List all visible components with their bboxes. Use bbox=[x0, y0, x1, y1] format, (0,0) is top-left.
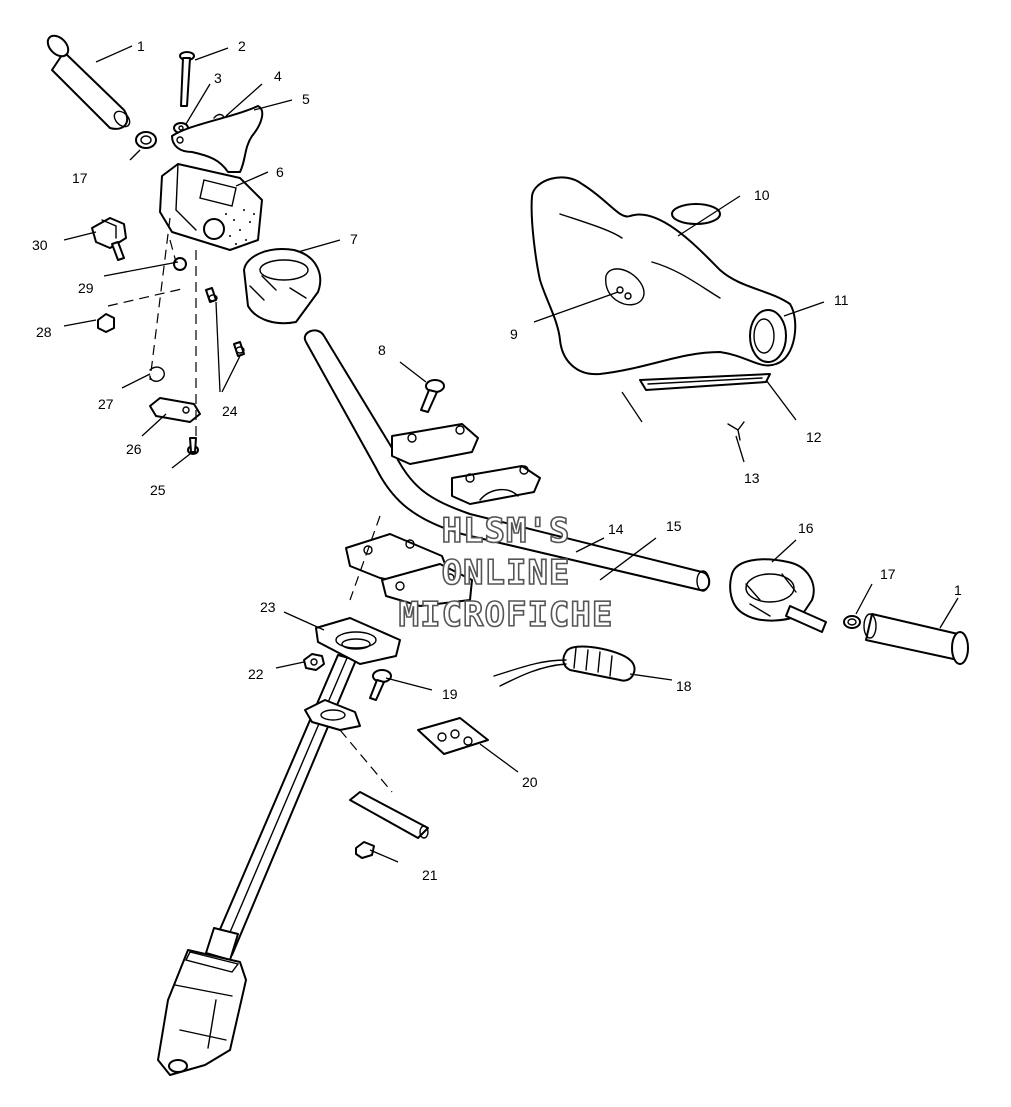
handlebar-15 bbox=[303, 329, 711, 592]
callout-1a: 1 bbox=[137, 38, 145, 54]
watermark-line-1: HLSM'S bbox=[442, 511, 571, 551]
callout-23: 23 bbox=[260, 599, 276, 615]
callout-25: 25 bbox=[150, 482, 166, 498]
gasket-12 bbox=[639, 373, 771, 391]
switch-housing-16 bbox=[729, 558, 827, 633]
watermark-line-3: MICROFICHE bbox=[399, 595, 614, 635]
grip-1-right bbox=[863, 613, 969, 665]
callout-26: 26 bbox=[126, 441, 142, 457]
callout-16: 16 bbox=[798, 520, 814, 536]
callout-7: 7 bbox=[350, 231, 358, 247]
lever-5 bbox=[171, 105, 264, 173]
ball-29 bbox=[173, 257, 187, 271]
callout-29: 29 bbox=[78, 280, 94, 296]
nut-22 bbox=[303, 653, 325, 671]
callout-22: 22 bbox=[248, 666, 264, 682]
callout-28: 28 bbox=[36, 324, 52, 340]
nut-28 bbox=[97, 313, 115, 333]
rivet-13 bbox=[727, 421, 745, 441]
heater-element-18 bbox=[493, 645, 636, 687]
callout-8: 8 bbox=[378, 342, 386, 358]
hood-11 bbox=[530, 176, 797, 376]
bolt-19 bbox=[369, 669, 392, 701]
clamp-lower bbox=[345, 533, 473, 607]
callout-30: 30 bbox=[32, 237, 48, 253]
screw-25 bbox=[187, 437, 199, 455]
throttle-housing-6 bbox=[159, 163, 263, 251]
rod-21 bbox=[349, 791, 429, 859]
clamp-upper bbox=[391, 423, 541, 505]
callout-1b: 1 bbox=[954, 582, 962, 598]
callout-21: 21 bbox=[422, 867, 438, 883]
callout-24: 24 bbox=[222, 403, 238, 419]
callout-2: 2 bbox=[238, 38, 246, 54]
grommet-17-left bbox=[135, 131, 157, 149]
grip-1-left bbox=[46, 34, 131, 130]
callout-15: 15 bbox=[666, 518, 682, 534]
callout-17a: 17 bbox=[72, 170, 88, 186]
callout-18: 18 bbox=[676, 678, 692, 694]
callout-3: 3 bbox=[214, 70, 222, 86]
callout-4: 4 bbox=[274, 68, 282, 84]
grommet-17-right bbox=[843, 615, 861, 629]
callout-5: 5 bbox=[302, 91, 310, 107]
ring-7 bbox=[243, 248, 322, 325]
callout-20: 20 bbox=[522, 774, 538, 790]
callout-13: 13 bbox=[744, 470, 760, 486]
callout-9: 9 bbox=[510, 326, 518, 342]
callout-14: 14 bbox=[608, 521, 624, 537]
callout-19: 19 bbox=[442, 686, 458, 702]
callout-6: 6 bbox=[276, 164, 284, 180]
watermark-line-2: ONLINE bbox=[442, 553, 571, 593]
callout-10: 10 bbox=[754, 187, 770, 203]
bolt-8 bbox=[420, 379, 445, 413]
callout-11: 11 bbox=[834, 292, 849, 308]
watermark: HLSM'S ONLINE MICROFICHE bbox=[398, 510, 614, 636]
pin-2 bbox=[179, 51, 195, 107]
leader-lines bbox=[63, 45, 959, 863]
steering-post bbox=[157, 617, 401, 1076]
callout-17b: 17 bbox=[880, 566, 896, 582]
clip-27 bbox=[149, 366, 165, 382]
screw-24b bbox=[233, 341, 245, 357]
plate-26 bbox=[149, 397, 201, 423]
callout-27: 27 bbox=[98, 396, 114, 412]
screw-9 bbox=[616, 286, 632, 300]
screw-24a bbox=[205, 287, 218, 303]
switch-30 bbox=[91, 217, 127, 261]
callout-12: 12 bbox=[806, 429, 822, 445]
callout-numbers: 1 2 3 4 5 6 7 8 9 10 11 12 13 14 15 16 1… bbox=[32, 38, 962, 883]
bracket-20 bbox=[417, 717, 489, 755]
